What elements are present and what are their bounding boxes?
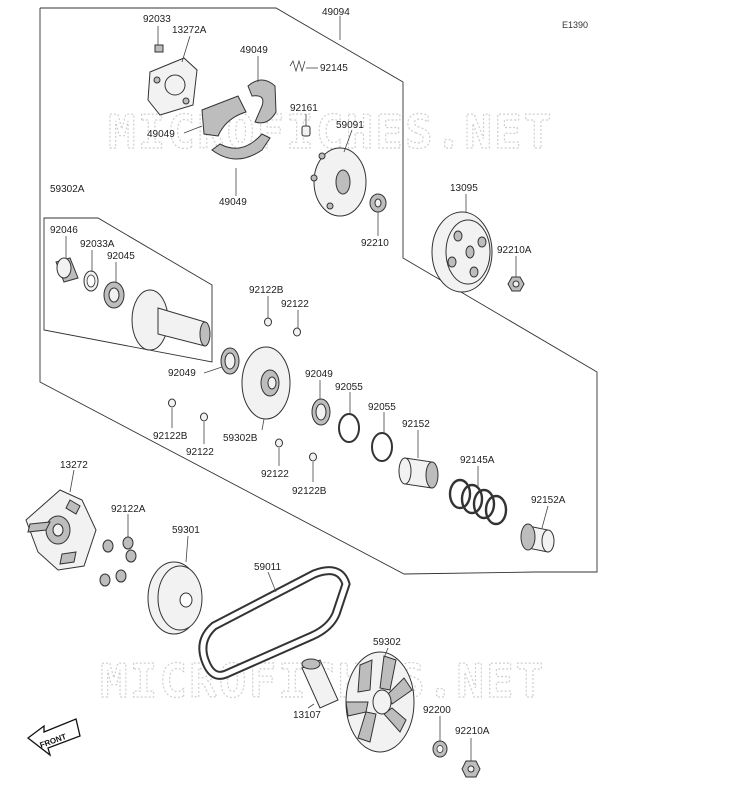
part-59302B[interactable] [241,346,291,420]
label-13272: 13272 [60,460,88,471]
part-92122B-a[interactable] [264,317,272,327]
label-13107: 13107 [293,710,321,721]
part-92122B-c[interactable] [309,452,317,462]
label-92122A: 92122A [111,504,146,515]
front-arrow: FRONT [26,718,81,757]
part-92055-a[interactable] [338,413,360,443]
label-92210A-upper: 92210A [497,245,532,256]
label-92161: 92161 [290,103,318,114]
part-92049-left[interactable] [220,347,240,375]
part-92210A-upper[interactable] [507,276,525,292]
part-13095[interactable] [431,211,493,293]
part-92033A[interactable] [83,270,99,292]
label-92045: 92045 [107,251,135,262]
part-59302[interactable] [345,651,415,753]
label-59302A: 59302A [50,184,85,195]
part-92210[interactable] [369,193,387,213]
part-92122A[interactable] [99,536,137,587]
part-92145[interactable] [289,59,306,73]
part-92046[interactable] [55,257,79,283]
label-92049-left: 92049 [168,368,196,379]
part-13107[interactable] [301,658,339,709]
label-59011: 59011 [254,562,282,573]
part-92049-right[interactable] [311,398,331,426]
label-92145: 92145 [320,63,348,74]
part-49049-bottom[interactable] [211,133,271,160]
label-59302: 59302 [373,637,401,648]
part-92045[interactable] [103,281,125,309]
part-92122-b[interactable] [200,412,208,422]
label-92152: 92152 [402,419,430,430]
label-92122-b: 92122 [186,447,214,458]
part-59301[interactable] [147,561,203,635]
part-49049-left[interactable] [201,95,247,137]
part-92122B-b[interactable] [168,398,176,408]
label-92122-a: 92122 [281,299,309,310]
label-92152A: 92152A [531,495,566,506]
label-13272A: 13272A [172,25,207,36]
part-92122-c[interactable] [275,438,283,448]
label-59302B: 59302B [223,433,258,444]
part-59302A[interactable] [131,289,211,351]
label-92210A-lower: 92210A [455,726,490,737]
leader-lines [65,16,549,761]
label-13095: 13095 [450,183,478,194]
label-59301: 59301 [172,525,200,536]
part-92033[interactable] [154,44,164,53]
part-92200[interactable] [432,740,448,758]
part-13272[interactable] [25,489,97,571]
label-92122B-b: 92122B [153,431,188,442]
part-59091[interactable] [310,147,367,217]
label-92046: 92046 [50,225,78,236]
label-92049-right: 92049 [305,369,333,380]
part-92210A-lower[interactable] [461,760,481,778]
label-92200: 92200 [423,705,451,716]
part-92152[interactable] [398,457,439,489]
part-labels: 92033 13272A 49094 49049 92145 92161 490… [50,7,566,737]
part-92122-a[interactable] [293,327,301,337]
part-49049-top[interactable] [247,79,277,124]
part-13272A[interactable] [147,57,198,116]
label-49094: 49094 [322,7,350,18]
label-92210: 92210 [361,238,389,249]
label-49049-bottom: 49049 [219,197,247,208]
label-92145A: 92145A [460,455,495,466]
label-59091: 59091 [336,120,364,131]
part-92055-b[interactable] [371,432,393,462]
label-49049-top: 49049 [240,45,268,56]
label-92033: 92033 [143,14,171,25]
label-92122B-c: 92122B [292,486,327,497]
part-59011[interactable] [198,566,351,680]
label-49049-left: 49049 [147,129,175,140]
assembly-frame [39,7,598,575]
label-92122-c: 92122 [261,469,289,480]
label-92122B-a: 92122B [249,285,284,296]
subassembly-frame [43,217,213,363]
part-92161[interactable] [301,125,311,137]
part-92152A[interactable] [520,523,555,553]
label-92055-b: 92055 [368,402,396,413]
label-92033A: 92033A [80,239,115,250]
part-92145A[interactable] [448,478,508,526]
label-92055-a: 92055 [335,382,363,393]
diagram-code: E1390 [562,20,588,30]
